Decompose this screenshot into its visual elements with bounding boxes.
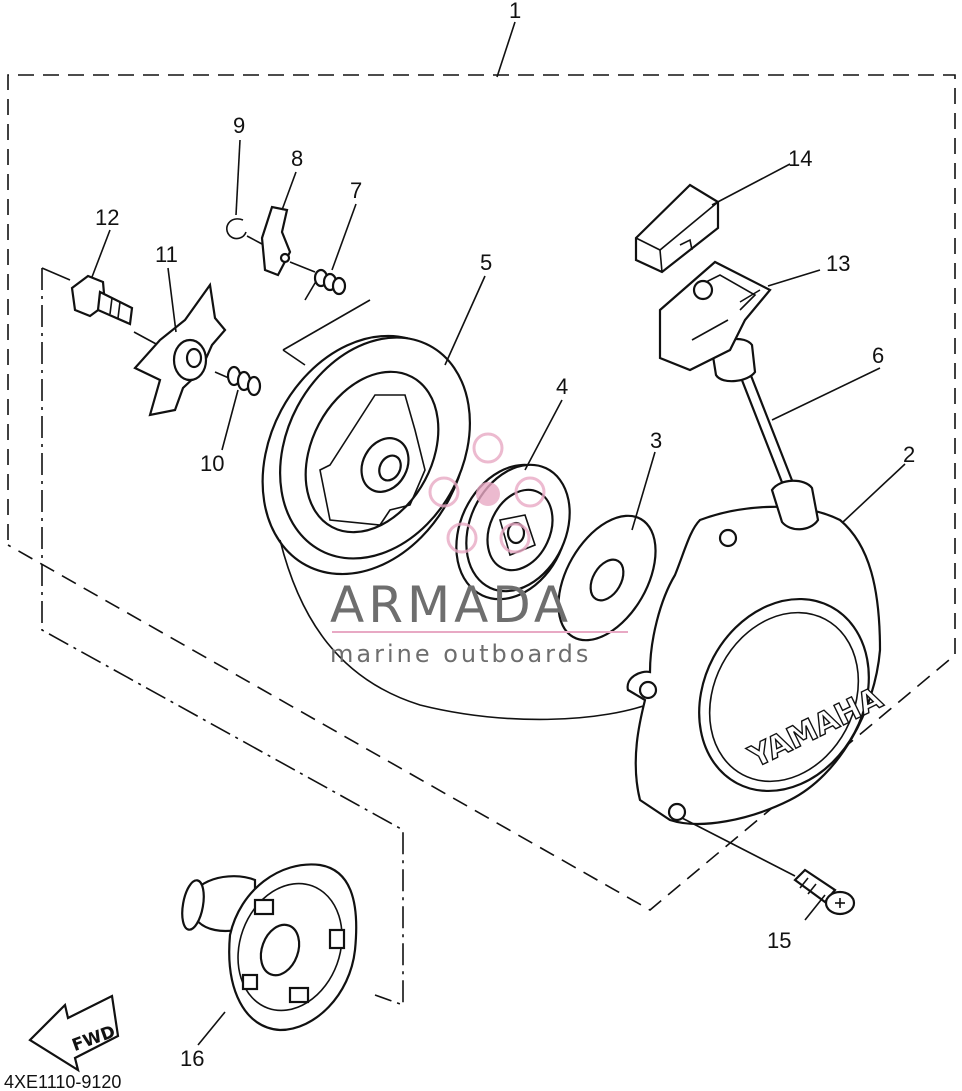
callout-7: 7	[350, 178, 362, 203]
callout-4: 4	[556, 374, 568, 399]
circlip-part	[226, 218, 263, 245]
spring-part-7	[304, 268, 347, 301]
watermark-brand: ARMADA	[330, 576, 572, 634]
starter-cover-part: YAMAHA	[626, 505, 889, 826]
callout-5: 5	[480, 250, 492, 275]
callout-12: 12	[95, 205, 119, 230]
pawl-part	[260, 205, 316, 277]
starter-handle-part	[658, 260, 772, 372]
pulley-part	[181, 863, 358, 1032]
starter-rope	[279, 539, 661, 721]
callout-15: 15	[767, 928, 791, 953]
bolt-part	[70, 274, 159, 346]
callout-3: 3	[650, 428, 662, 453]
callout-9: 9	[233, 113, 245, 138]
washer-part	[557, 514, 657, 642]
watermark-tagline: marine outboards	[330, 640, 591, 668]
screw-part	[681, 817, 856, 916]
handle-cap-part	[634, 183, 720, 274]
diagram-code: 4XE1110-9120	[4, 1072, 121, 1091]
callout-2: 2	[903, 442, 915, 467]
rope-part	[710, 337, 820, 531]
reel-drum-part	[261, 334, 471, 576]
watermark: ARMADA marine outboards	[330, 432, 628, 668]
callout-6: 6	[872, 343, 884, 368]
callout-13: 13	[826, 251, 850, 276]
callout-14: 14	[788, 146, 812, 171]
fwd-arrow-icon: FWD	[28, 994, 120, 1073]
callout-16: 16	[180, 1046, 204, 1071]
pawl-plate-part	[133, 282, 227, 417]
assembly-boundary	[7, 74, 956, 911]
alignment-line-upper	[41, 268, 404, 1007]
callout-11: 11	[155, 242, 178, 267]
callout-10: 10	[200, 451, 224, 476]
callout-8: 8	[291, 146, 303, 171]
spring-part-10	[214, 365, 262, 397]
callout-1: 1	[509, 0, 521, 23]
